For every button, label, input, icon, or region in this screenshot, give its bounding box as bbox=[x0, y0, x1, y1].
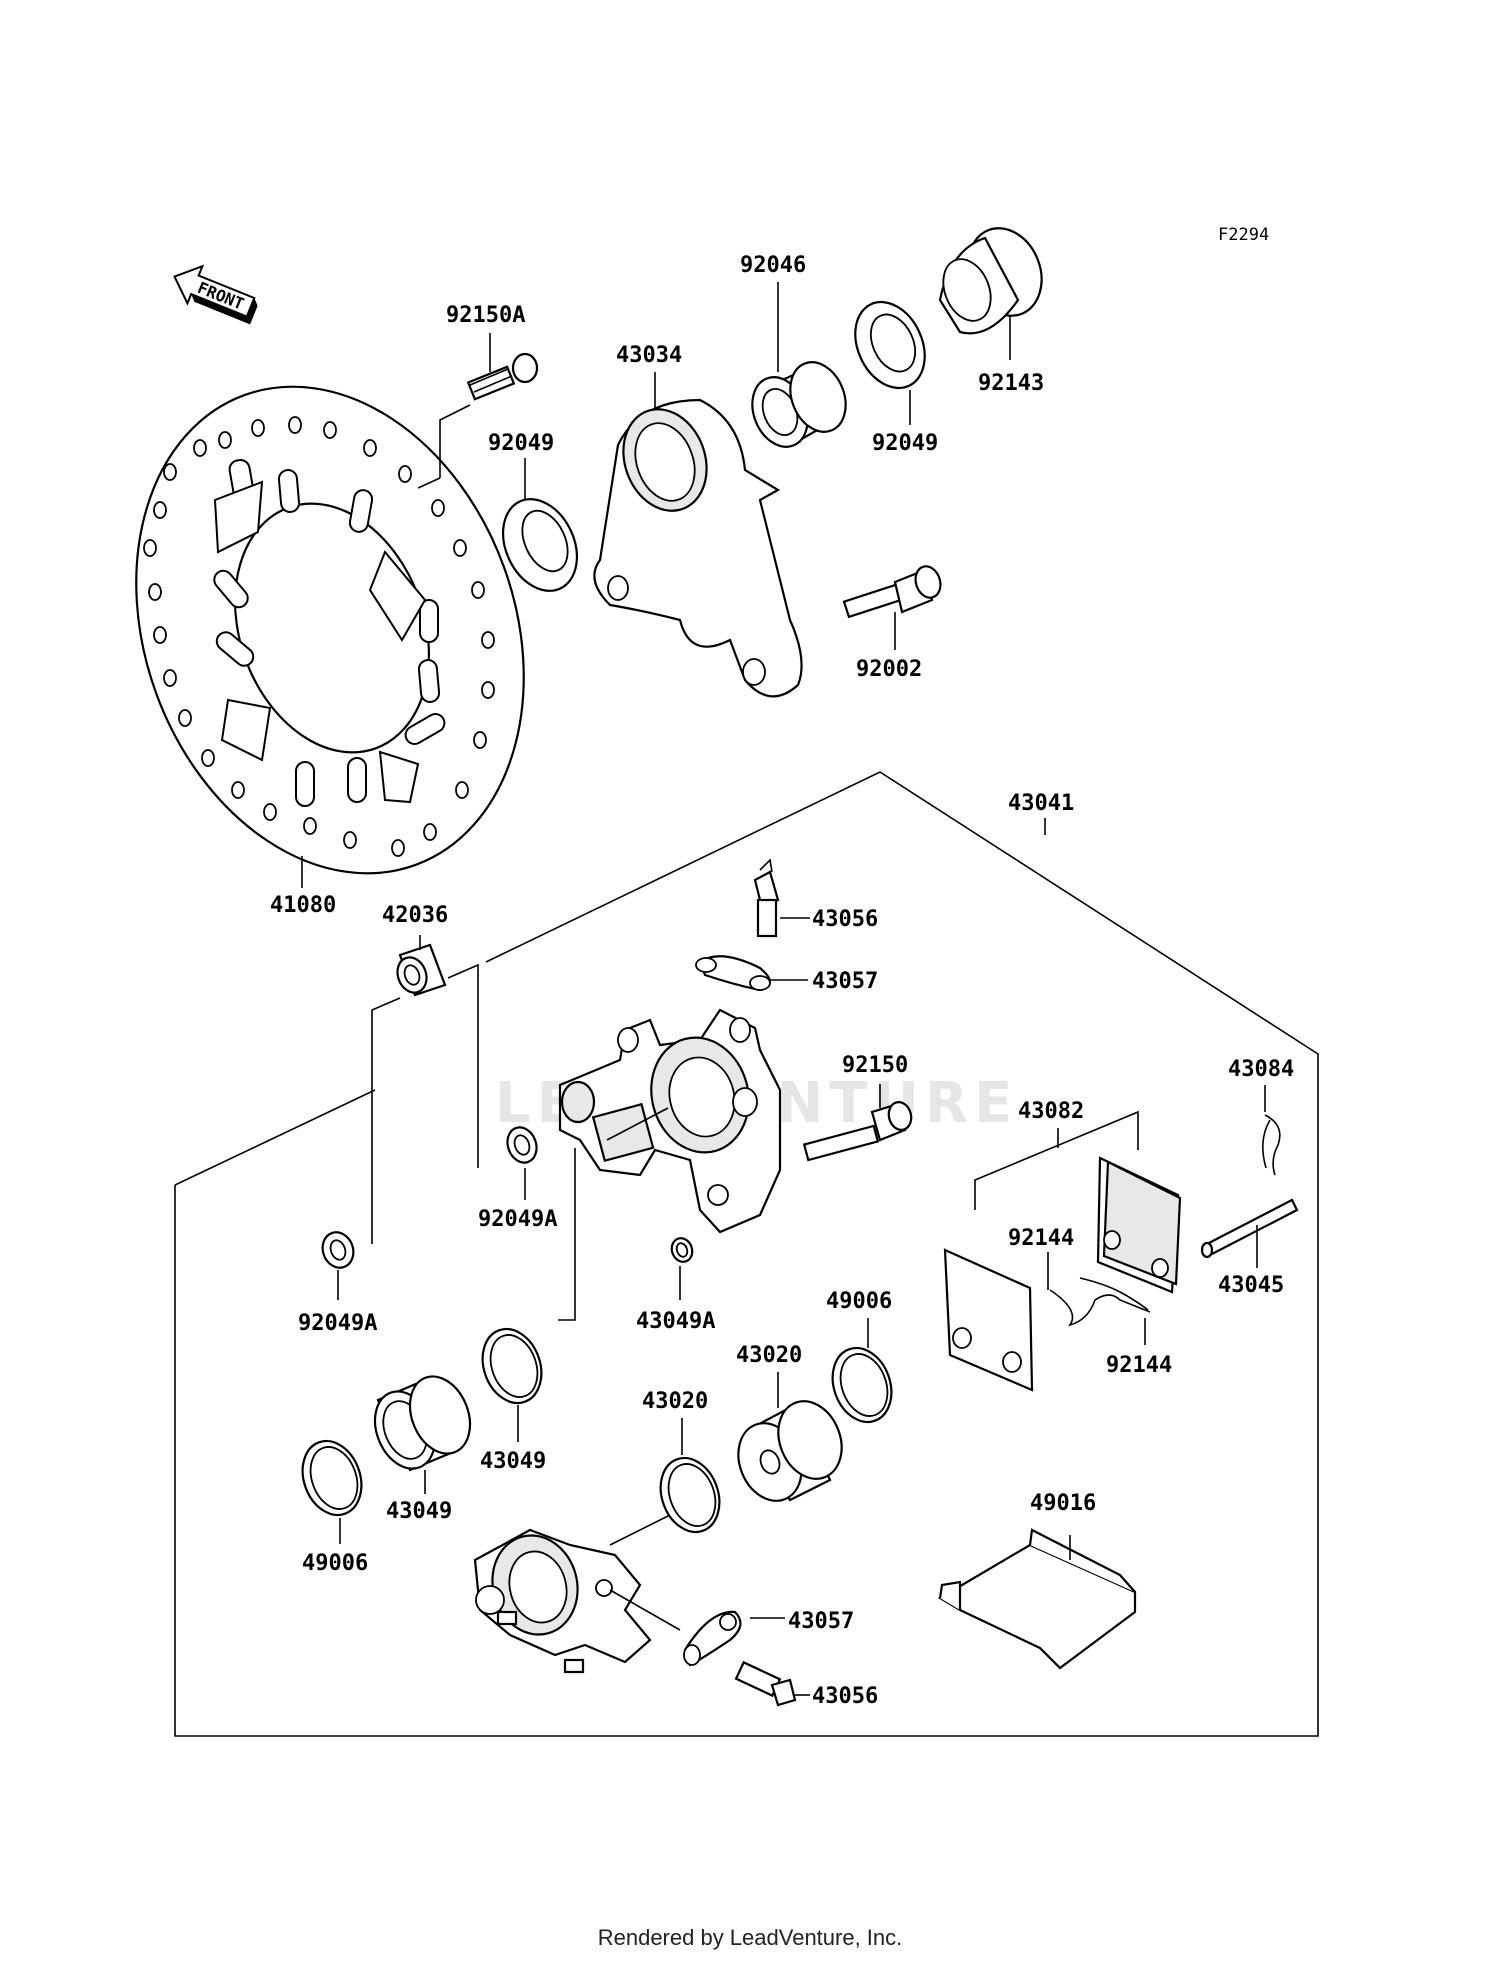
part-label-49016: 49016 bbox=[1030, 1491, 1096, 1516]
part-label-92144-bottom: 92144 bbox=[1106, 1353, 1172, 1378]
part-label-43020-left: 43049 bbox=[386, 1499, 452, 1524]
diagram-code: F2294 bbox=[1218, 225, 1269, 245]
brake-pad-left bbox=[943, 1248, 1034, 1392]
sleeve-92143 bbox=[938, 227, 1043, 335]
part-label-43082: 43082 bbox=[1018, 1099, 1084, 1124]
brake-disc bbox=[135, 385, 525, 875]
part-label-43056-top: 43056 bbox=[812, 907, 878, 932]
bolt-92002 bbox=[842, 565, 942, 619]
cotter-pin-43084 bbox=[1262, 1114, 1281, 1176]
part-label-41080: 41080 bbox=[270, 893, 336, 918]
brake-pad-right bbox=[1096, 1156, 1182, 1294]
collar-42036 bbox=[396, 943, 447, 997]
part-label-43034: 43034 bbox=[616, 343, 682, 368]
part-label-43045: 43045 bbox=[1218, 1273, 1284, 1298]
part-label-92150: 92150 bbox=[842, 1053, 908, 1078]
seal-92049-left bbox=[502, 498, 578, 592]
part-label-43041: 43041 bbox=[1008, 791, 1074, 816]
part-label-92046: 92046 bbox=[740, 253, 806, 278]
pad-shim-49016 bbox=[937, 1528, 1137, 1670]
part-label-92049A-center: 92049A bbox=[478, 1207, 557, 1232]
part-label-49006-left: 49006 bbox=[302, 1551, 368, 1576]
part-label-92049-left: 92049 bbox=[488, 431, 554, 456]
piston-43020-left bbox=[373, 1375, 472, 1472]
part-label-43049A: 43049A bbox=[636, 1309, 715, 1334]
caliper-body bbox=[558, 1008, 782, 1234]
bearing-92046 bbox=[751, 361, 847, 448]
front-arrow-icon: FRONT bbox=[173, 264, 258, 325]
part-label-43049-center: 43049 bbox=[480, 1449, 546, 1474]
seal-92049-right bbox=[854, 300, 926, 390]
part-label-92049-right: 92049 bbox=[872, 431, 938, 456]
caliper-outer-half bbox=[473, 1528, 652, 1674]
caliper-bracket bbox=[593, 398, 803, 698]
bolt-92150 bbox=[802, 1101, 913, 1162]
part-label-49006-right: 49006 bbox=[826, 1289, 892, 1314]
part-label-43057-bottom: 43057 bbox=[788, 1609, 854, 1634]
bleeder-cap-bottom bbox=[683, 1610, 742, 1667]
part-label-43084: 43084 bbox=[1228, 1057, 1294, 1082]
bleeder-valve-top bbox=[753, 858, 780, 938]
part-label-92143: 92143 bbox=[978, 371, 1044, 396]
part-label-92144-top: 92144 bbox=[1008, 1226, 1074, 1251]
part-label-42036: 42036 bbox=[382, 903, 448, 928]
part-label-43020-right: 43020 bbox=[736, 1343, 802, 1368]
pad-pin-43045 bbox=[1200, 1198, 1299, 1259]
part-label-43057-top: 43057 bbox=[812, 969, 878, 994]
part-label-92002: 92002 bbox=[856, 657, 922, 682]
part-label-92049A-left: 92049A bbox=[298, 1311, 377, 1336]
part-label-43049-lower: 43020 bbox=[642, 1389, 708, 1414]
bolt-92150a bbox=[466, 352, 539, 401]
spring-92144-a bbox=[1049, 1289, 1151, 1327]
bleeder-valve-bottom bbox=[734, 1660, 797, 1707]
spring-92144-b bbox=[1079, 1277, 1149, 1311]
piston-43020-right bbox=[737, 1400, 843, 1502]
bleeder-cap-top bbox=[695, 955, 772, 992]
part-label-43056-bottom: 43056 bbox=[812, 1684, 878, 1709]
footer-credit: Rendered by LeadVenture, Inc. bbox=[597, 1925, 903, 1950]
part-label-92150A: 92150A bbox=[446, 303, 525, 328]
